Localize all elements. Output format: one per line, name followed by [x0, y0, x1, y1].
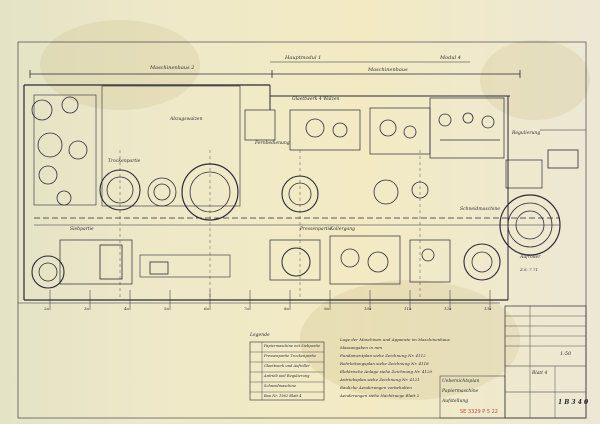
- axis-tick: 2a: [44, 306, 49, 311]
- axis-tick: 13a: [484, 306, 492, 311]
- axis-tick: 4a: [124, 306, 129, 311]
- side-note: Z.S. 7 71: [520, 267, 539, 272]
- axis-tick: 10a: [364, 306, 372, 311]
- title-line-1: Uebersichtsplan: [442, 379, 480, 384]
- axis-tick: 12a: [444, 306, 452, 311]
- title-line-3: Aufstellung: [442, 399, 469, 404]
- notes-left-line: Papiermaschine mit Siebpartie: [264, 344, 321, 348]
- header-dim-label: Hauptmodul 1: [285, 55, 322, 61]
- header-right-dim: Modul 4: [440, 55, 461, 61]
- notes-left-line: Bau Nr. 1962 Blatt 4: [264, 394, 302, 398]
- axis-tick: 5a: [164, 306, 169, 311]
- label-pressenpartie: Pressenpartie: [300, 227, 332, 232]
- notes-mid-line: Aenderungen siehe Nachtraege Blatt 2: [340, 393, 420, 398]
- title-drawing-number: 1 B 3 4 0: [558, 399, 589, 406]
- label-abzugswalzen: Abzugswalzen: [170, 117, 203, 122]
- axis-tick: 9a: [324, 306, 329, 311]
- title-line-2: Papiermaschine: [442, 389, 479, 394]
- notes-mid-line: Antriebsplan siehe Zeichnung Nr. 4121: [340, 377, 420, 382]
- label-fernbedienung: Fernbedienung: [255, 141, 290, 146]
- label-kollergang: Kollergang: [330, 227, 355, 232]
- notes-mid-line: Fundamentplan siehe Zeichnung Nr. 4112: [340, 353, 426, 358]
- archive-stamp: SE 3329 P 5 22: [460, 409, 498, 415]
- axis-tick: 6a: [204, 306, 209, 311]
- label-schneidmaschine: Schneidmaschine: [460, 207, 501, 212]
- notes-mid-line: Lage der Maschinen und Apparate im Masch…: [340, 337, 450, 342]
- header-left-label: Maschinenhaus 2: [150, 65, 195, 71]
- label-glaettwerk: Glaettwerk 4 Walzen: [292, 97, 340, 102]
- notes-left-line: Pressenpartie Trockenpartie: [264, 354, 317, 358]
- axis-tick: 7a: [244, 306, 249, 311]
- label-trockenpartie: Trockenpartie: [108, 159, 141, 164]
- notes-left-line: Schneidmaschine: [264, 384, 296, 388]
- notes-mid-line: Bauliche Aenderungen vorbehalten: [340, 385, 412, 390]
- title-sheet: Blatt 4: [532, 371, 548, 376]
- notes-left-line: Glaettwerk und Aufroller: [264, 364, 310, 368]
- axis-tick: 3a: [84, 306, 89, 311]
- notes-mid-line: Massangaben in mm: [340, 345, 382, 350]
- notes-mid-line: Rohrleitungsplan siehe Zeichnung Nr. 411…: [340, 361, 429, 366]
- label-siebpartie: Siebpartie: [70, 227, 94, 232]
- header-right-label: Maschinenhaus: [368, 67, 408, 73]
- label-aufroller: Aufroller: [520, 255, 541, 260]
- axis-tick: 8a: [284, 306, 289, 311]
- axis-tick: 11a: [404, 306, 412, 311]
- notes-left-title: Legende: [250, 333, 270, 338]
- label-regulierung: Regulierung: [512, 131, 541, 136]
- notes-left-line: Antrieb und Regulierung: [264, 374, 310, 378]
- notes-mid-line: Elektrische Anlage siehe Zeichnung Nr. 4…: [340, 369, 433, 374]
- title-scale: 1:50: [560, 351, 572, 357]
